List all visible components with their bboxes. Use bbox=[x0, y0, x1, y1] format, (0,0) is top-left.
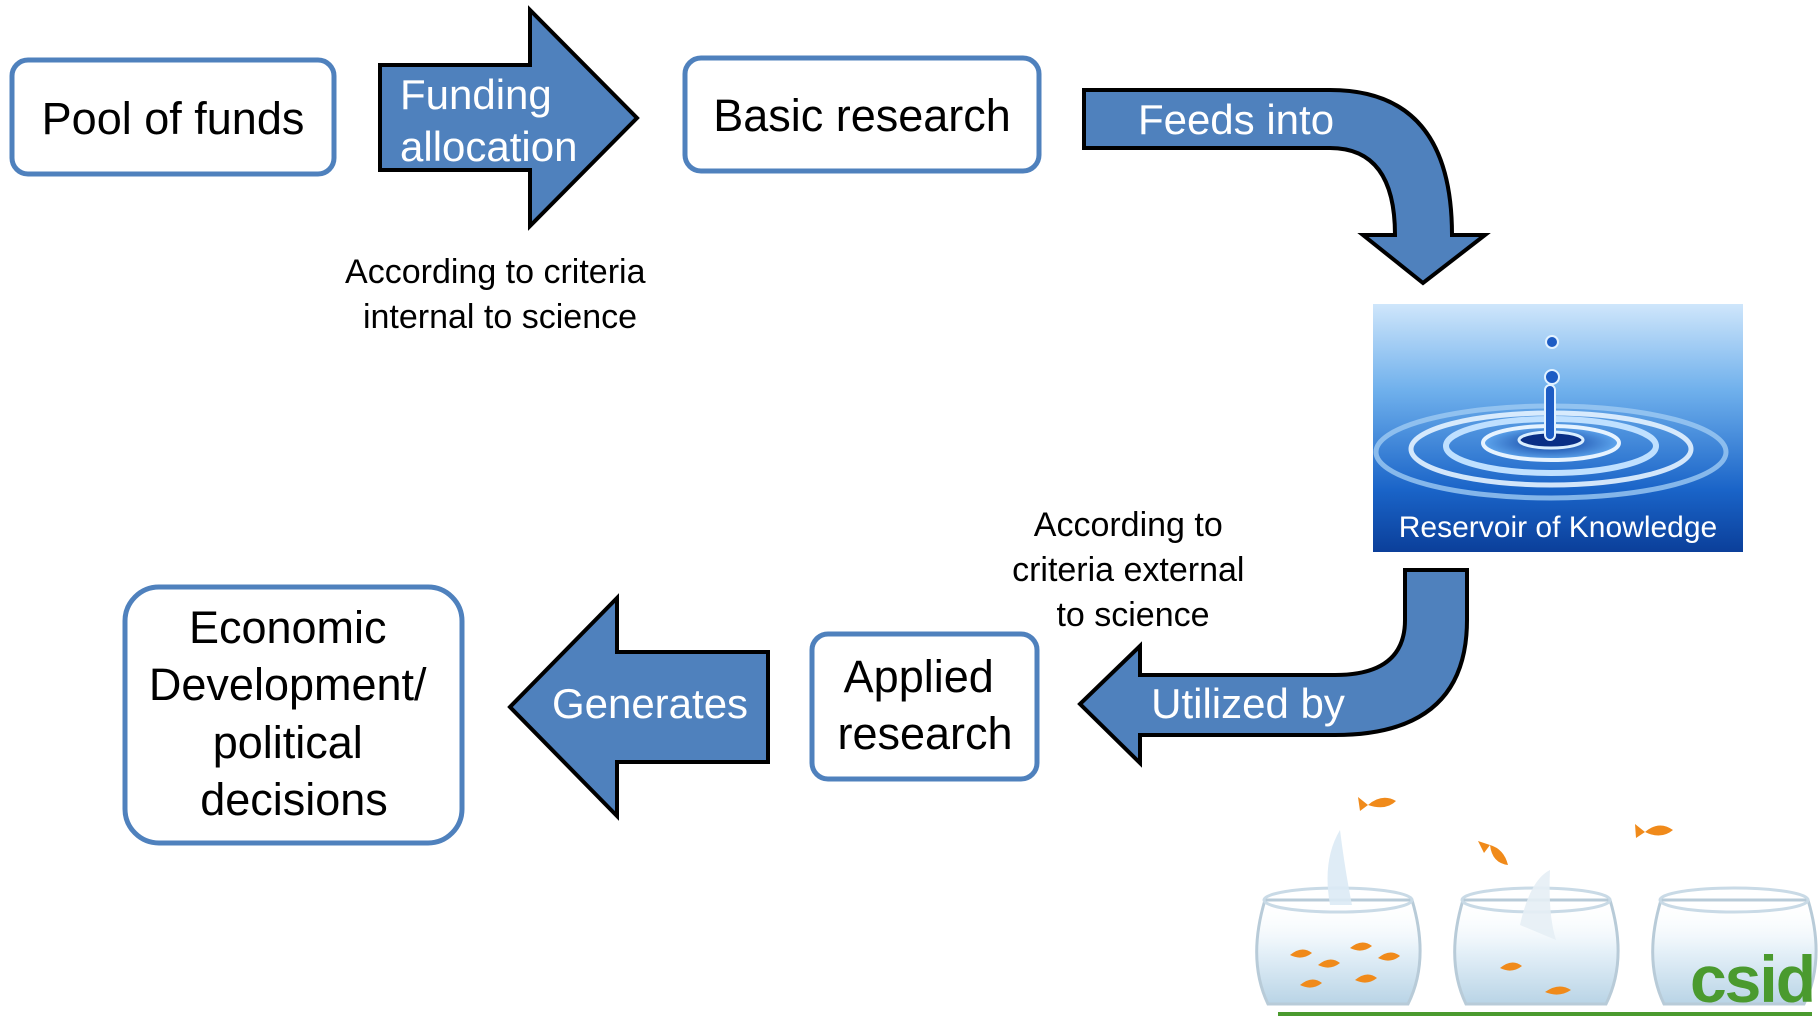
svg-text:Economic Development/: Economic Development/ political decision… bbox=[149, 602, 439, 825]
fishbowl-middle bbox=[1453, 898, 1620, 1006]
goldfish-in-bowl-1 bbox=[1290, 949, 1312, 958]
economic-line-2: Development/ bbox=[149, 659, 427, 710]
water-splash-left bbox=[1327, 830, 1352, 905]
svg-text:Funding allocation: Funding allocation bbox=[400, 71, 577, 170]
splash-column bbox=[1544, 384, 1556, 441]
funding-allocation-line-2: allocation bbox=[400, 123, 577, 170]
fishbowl-right bbox=[1651, 898, 1818, 1006]
economic-development-box: Economic Development/ political decision… bbox=[122, 584, 465, 846]
funding-allocation-line-1: Funding bbox=[400, 71, 552, 118]
internal-note-line-2: internal to science bbox=[363, 298, 637, 336]
goldfish-in-bowl-5 bbox=[1355, 974, 1377, 983]
applied-research-line-2: research bbox=[837, 708, 1012, 759]
goldfish-group bbox=[1290, 797, 1673, 995]
goldfish-jumping-3 bbox=[1635, 824, 1673, 838]
goldfish-in-bowl-4 bbox=[1300, 979, 1322, 988]
svg-text:Applied research: Applied research bbox=[837, 651, 1012, 759]
generates-arrow: Generates bbox=[507, 593, 770, 821]
external-note-line-1: According to bbox=[1034, 506, 1223, 544]
goldfish-in-bowl-7 bbox=[1500, 962, 1522, 971]
droplet-lower bbox=[1544, 369, 1560, 385]
csid-logo: csid bbox=[1690, 942, 1814, 1016]
utilized-by-label: Utilized by bbox=[1151, 680, 1345, 727]
utilized-by-arrow: Utilized by bbox=[1077, 568, 1469, 768]
fishbowl-left bbox=[1255, 898, 1422, 1006]
economic-line-1: Economic bbox=[189, 602, 387, 653]
fishbowls-image: csid bbox=[1255, 797, 1818, 1016]
pool-of-funds-label: Pool of funds bbox=[42, 93, 305, 144]
economic-line-4: decisions bbox=[200, 774, 388, 825]
water-splash-middle bbox=[1520, 870, 1556, 940]
goldfish-in-bowl-2 bbox=[1318, 959, 1340, 968]
basic-research-box: Basic research bbox=[682, 55, 1042, 174]
pool-of-funds-box: Pool of funds bbox=[9, 57, 337, 177]
reservoir-caption: Reservoir of Knowledge bbox=[1399, 511, 1718, 544]
feeds-into-label: Feeds into bbox=[1138, 96, 1334, 143]
goldfish-jumping-2 bbox=[1478, 841, 1508, 865]
goldfish-in-bowl-3 bbox=[1350, 942, 1372, 951]
droplet-upper bbox=[1545, 335, 1559, 349]
internal-note-line-1: According to criteria bbox=[345, 253, 646, 291]
generates-label: Generates bbox=[552, 680, 748, 727]
feeds-into-arrow: Feeds into bbox=[1082, 88, 1491, 286]
goldfish-in-bowl-6 bbox=[1378, 952, 1400, 961]
economic-line-3: political bbox=[213, 717, 363, 768]
goldfish-jumping-1 bbox=[1358, 797, 1396, 811]
applied-research-box: Applied research bbox=[809, 631, 1040, 782]
reservoir-image: Reservoir of Knowledge bbox=[1373, 304, 1743, 552]
external-criteria-note: According to criteria external to scienc… bbox=[1012, 506, 1254, 634]
external-note-line-3: to science bbox=[1056, 596, 1209, 634]
fishbowl-right-rim bbox=[1658, 886, 1810, 914]
goldfish-in-bowl-8 bbox=[1545, 986, 1571, 995]
funding-allocation-arrow: Funding allocation bbox=[378, 5, 640, 231]
applied-research-line-1: Applied bbox=[844, 651, 994, 702]
internal-criteria-note: According to criteria internal to scienc… bbox=[345, 253, 655, 336]
basic-research-label: Basic research bbox=[713, 90, 1011, 141]
external-note-line-2: criteria external bbox=[1012, 551, 1244, 589]
